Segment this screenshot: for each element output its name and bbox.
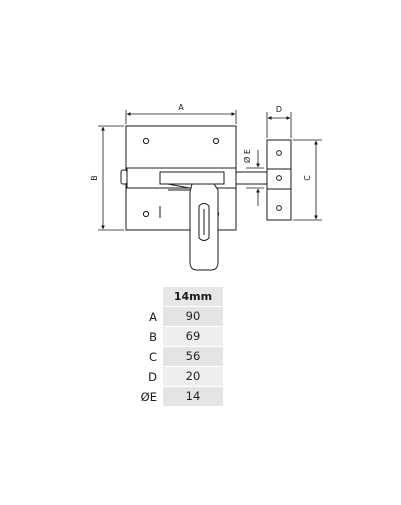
bolt-slider: [159, 171, 225, 185]
bolt-end-stub: [120, 169, 128, 185]
table-row: D 20: [125, 367, 223, 387]
row-value-d: 20: [163, 367, 223, 387]
table-row: B 69: [125, 327, 223, 347]
dimension-a-label: A: [178, 103, 184, 112]
keeper-hole-middle: [276, 175, 282, 181]
dimension-c-label: C: [303, 175, 312, 181]
screw-hole-bottom-left: [142, 210, 150, 218]
dimension-e-label: Ø E: [242, 149, 252, 163]
keeper-hole-top: [276, 150, 282, 156]
screw-hole-top-right: [212, 137, 220, 145]
row-value-b: 69: [163, 327, 223, 347]
table-corner: [125, 287, 163, 307]
handle-slot: [198, 203, 210, 241]
dimension-b-label: B: [90, 175, 99, 181]
row-label-a: A: [149, 309, 157, 324]
keeper-boss: [266, 168, 292, 190]
table-row: A 90: [125, 307, 223, 327]
dimension-c: [293, 139, 322, 221]
row-label-d: D: [148, 369, 157, 384]
dimension-e: [246, 150, 264, 206]
screw-hole-top-left: [142, 137, 150, 145]
table-header-size: 14mm: [163, 287, 223, 307]
dimension-d: [266, 112, 292, 138]
dimension-a: [125, 110, 237, 124]
row-label-b: B: [149, 329, 157, 344]
row-value-c: 56: [163, 347, 223, 367]
dimension-d-label: D: [276, 105, 282, 114]
bolt-rod: [235, 171, 269, 185]
row-label-e: ØE: [140, 389, 157, 404]
table-row: C 56: [125, 347, 223, 367]
table-row: ØE 14: [125, 387, 223, 407]
front-view: [120, 125, 269, 271]
dimension-b: [98, 125, 124, 231]
keeper-hole-bottom: [276, 205, 282, 211]
dimension-table: 14mm A 90 B 69 C 56 D 20 ØE 14: [125, 287, 223, 407]
table-header-row: 14mm: [125, 287, 223, 307]
side-view-keeper: [266, 139, 292, 221]
row-value-e: 14: [163, 387, 223, 407]
row-value-a: 90: [163, 307, 223, 327]
bolt-technical-drawing: A B D C Ø E: [90, 103, 322, 271]
row-label-c: C: [148, 349, 157, 364]
